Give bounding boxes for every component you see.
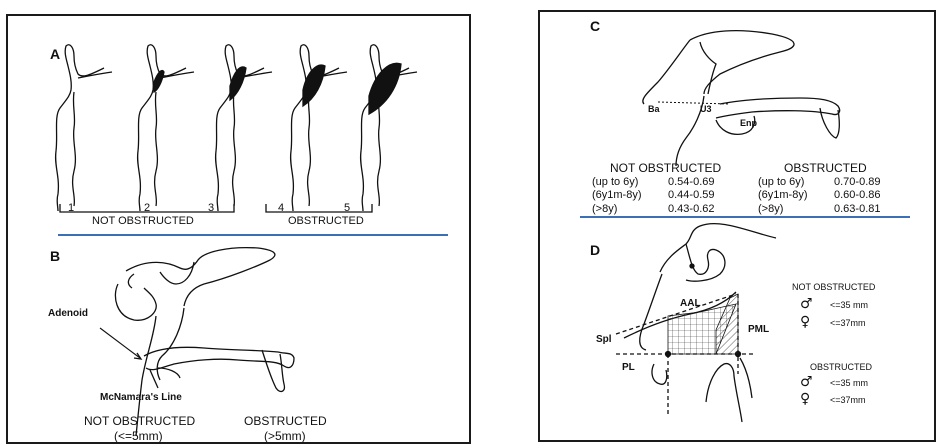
- airway-profile-4: [291, 45, 347, 211]
- female-icon: ♀: [800, 391, 810, 407]
- b-not-obstructed-value: (<=5mm): [114, 429, 163, 443]
- mcnamara-line-label: McNamara's Line: [100, 392, 182, 403]
- b-obstructed-label: OBSTRUCTED: [244, 414, 327, 428]
- ba-label: Ba: [648, 104, 660, 114]
- aal-label: AAL: [680, 298, 701, 309]
- airway-profile-3: [216, 45, 272, 211]
- d-not-obstructed-label: NOT OBSTRUCTED: [792, 282, 875, 292]
- c-obs-row-2: (6y1m-8y)0.60-0.86: [758, 189, 880, 203]
- spl-label: Spl: [596, 334, 612, 345]
- c-obs-range-3: 0.63-0.81: [834, 203, 880, 215]
- c-obs-age-3: (>8y): [758, 203, 834, 217]
- panel-b-drawing: [100, 248, 294, 436]
- c-not-range-1: 0.54-0.69: [668, 176, 714, 188]
- panel-a-drawing: [8, 16, 471, 444]
- stage-label-2: 2: [144, 202, 150, 214]
- c-obs-age-1: (up to 6y): [758, 176, 834, 190]
- panel-left: A 1 2 3 4 5 NOT OBSTRUCTED OBSTRUCTED B …: [6, 14, 471, 444]
- c-not-header: NOT OBSTRUCTED: [592, 162, 721, 176]
- c-not-age-2: (6y1m-8y): [592, 189, 668, 203]
- d-not-male-value: <=35 mm: [830, 300, 868, 310]
- u3-label: U3: [700, 104, 712, 114]
- stage-label-5: 5: [344, 202, 350, 214]
- c-obs-range-1: 0.70-0.89: [834, 176, 880, 188]
- airway-profile-5: [361, 45, 417, 211]
- c-not-row-2: (6y1m-8y)0.44-0.59: [592, 189, 721, 203]
- panel-d-letter: D: [590, 242, 600, 258]
- panel-right: C Ba U3 Enp NOT OBSTRUCTED (up to 6y)0.5…: [538, 10, 936, 442]
- panel-b-letter: B: [50, 248, 60, 264]
- male-icon: ♂: [800, 296, 813, 312]
- adenoid-label: Adenoid: [48, 308, 88, 319]
- c-not-range-3: 0.43-0.62: [668, 203, 714, 215]
- panel-d-drawing: [616, 224, 776, 422]
- pml-label: PML: [748, 324, 769, 335]
- panel-c-letter: C: [590, 18, 600, 34]
- female-icon: ♀: [800, 314, 810, 330]
- male-icon: ♂: [800, 374, 813, 390]
- d-obs-female-value: <=37mm: [830, 395, 866, 405]
- c-not-row-1: (up to 6y)0.54-0.69: [592, 176, 721, 190]
- divider-a-b: [58, 234, 448, 236]
- d-obs-male-value: <=35 mm: [830, 378, 868, 388]
- panel-a-letter: A: [50, 46, 60, 62]
- c-obstructed-table: OBSTRUCTED (up to 6y)0.70-0.89 (6y1m-8y)…: [758, 162, 880, 216]
- c-obs-row-3: (>8y)0.63-0.81: [758, 203, 880, 217]
- group-not-obstructed-label: NOT OBSTRUCTED: [92, 215, 194, 227]
- airway-profile-1: [56, 45, 112, 211]
- airway-profile-2: [138, 45, 194, 211]
- c-obs-range-2: 0.60-0.86: [834, 189, 880, 201]
- d-obstructed-label: OBSTRUCTED: [810, 362, 872, 372]
- panel-c-drawing: [540, 12, 936, 442]
- stage-label-4: 4: [278, 202, 284, 214]
- c-not-age-3: (>8y): [592, 203, 668, 217]
- group-obstructed-label: OBSTRUCTED: [288, 215, 364, 227]
- c-obs-age-2: (6y1m-8y): [758, 189, 834, 203]
- c-not-range-2: 0.44-0.59: [668, 189, 714, 201]
- b-obstructed-value: (>5mm): [264, 429, 306, 443]
- c-not-row-3: (>8y)0.43-0.62: [592, 203, 721, 217]
- c-obs-header: OBSTRUCTED: [758, 162, 880, 176]
- d-not-female-value: <=37mm: [830, 318, 866, 328]
- c-not-age-1: (up to 6y): [592, 176, 668, 190]
- b-not-obstructed-label: NOT OBSTRUCTED: [84, 414, 195, 428]
- enp-label: Enp: [740, 118, 757, 128]
- stage-label-1: 1: [68, 202, 74, 214]
- c-not-obstructed-table: NOT OBSTRUCTED (up to 6y)0.54-0.69 (6y1m…: [592, 162, 721, 216]
- c-obs-row-1: (up to 6y)0.70-0.89: [758, 176, 880, 190]
- pl-label: PL: [622, 362, 635, 373]
- stage-label-3: 3: [208, 202, 214, 214]
- divider-c-d: [580, 216, 910, 218]
